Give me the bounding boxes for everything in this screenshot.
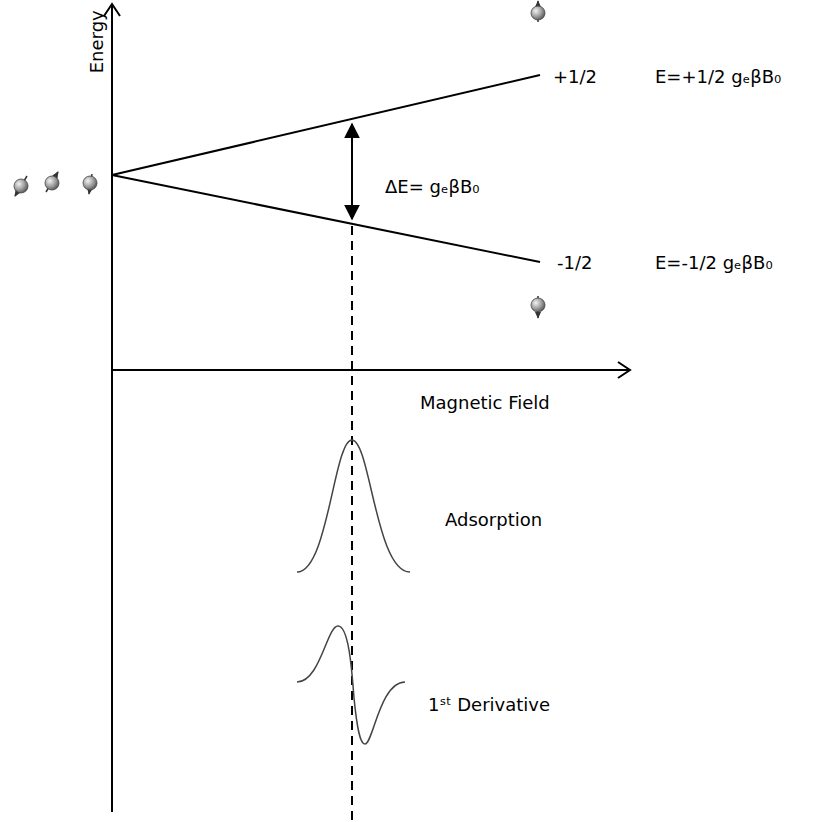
spin-symbol [531, 1, 545, 22]
absorption-curve [297, 440, 410, 572]
upper-level [112, 75, 540, 175]
spin-symbol [45, 172, 59, 192]
axis-arrowhead [618, 362, 630, 378]
resonance-line [351, 226, 353, 822]
lower-level [112, 175, 540, 262]
field-axis [112, 369, 630, 371]
energy-axis [111, 4, 113, 812]
axis-title: Magnetic Field [420, 392, 550, 414]
axes [104, 4, 630, 812]
derivative-curve [297, 626, 405, 744]
energy-gap: ΔE= gₑβB₀ [385, 176, 479, 198]
curve-label: 1ˢᵗ Derivative [428, 694, 550, 716]
spin-symbol [83, 174, 97, 194]
energy-formula: E=+1/2 gₑβB₀ [655, 66, 781, 88]
spin-state: +1/2 [553, 66, 597, 88]
energy-formula: E=-1/2 gₑβB₀ [655, 252, 773, 274]
delta-e-arrow [351, 124, 353, 219]
spin-symbol [14, 176, 28, 196]
curve-label: Adsorption [445, 509, 542, 531]
axis-title: Energy [86, 10, 108, 73]
spin-state: -1/2 [557, 252, 592, 274]
spin-symbol [531, 296, 545, 318]
